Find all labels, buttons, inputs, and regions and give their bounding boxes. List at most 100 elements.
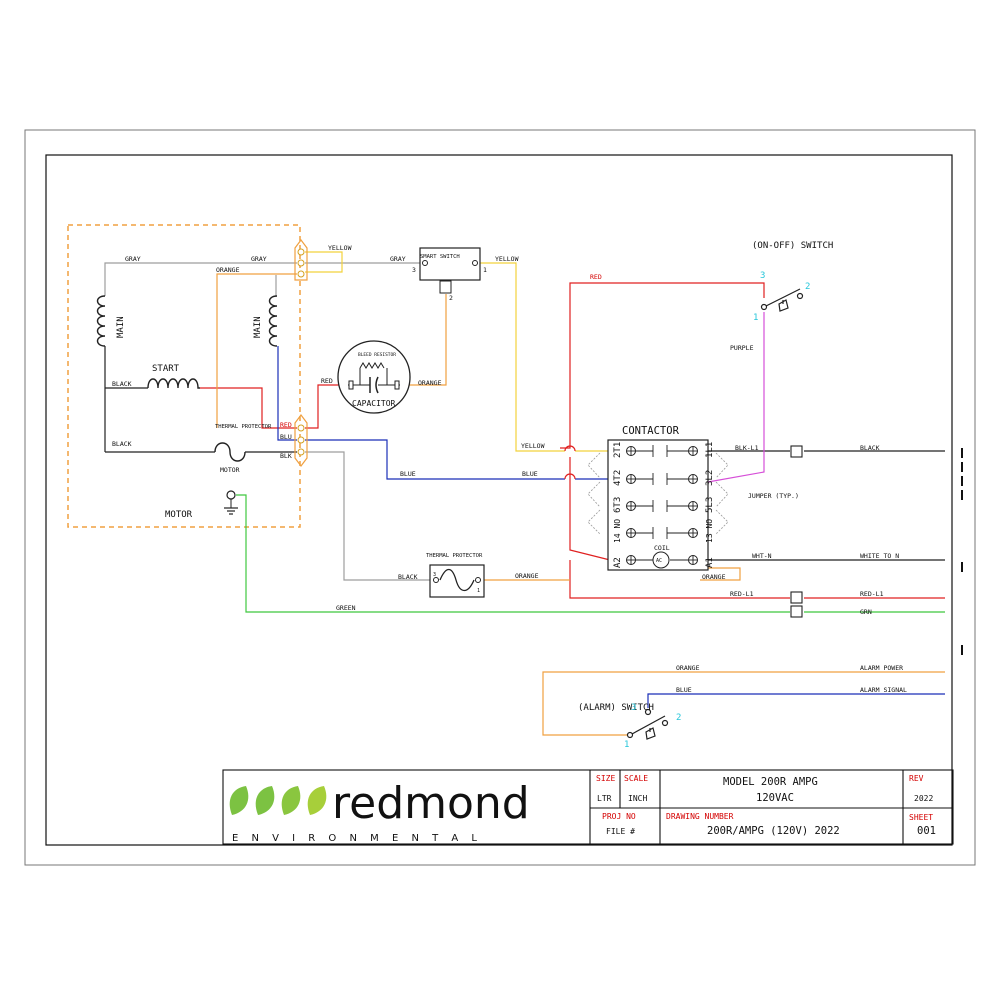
tb-voltage: 120VAC bbox=[756, 792, 794, 804]
label-gray-2: GRAY bbox=[251, 255, 267, 263]
tb-drawing-number-label: DRAWING NUMBER bbox=[666, 812, 734, 821]
terminal-squares bbox=[790, 445, 803, 618]
pin-14no: 14 NO bbox=[613, 519, 622, 543]
label-start: START bbox=[152, 364, 180, 374]
label-coil: COIL bbox=[654, 544, 670, 552]
wire-labels: GRAY GRAY ORANGE YELLOW GRAY YELLOW RED … bbox=[112, 244, 907, 694]
label-gray-1: GRAY bbox=[125, 255, 141, 263]
label-thermal-protector: THERMAL PROTECTOR bbox=[426, 553, 483, 559]
label-bleed-resistor: BLEED RESISTOR bbox=[358, 352, 396, 358]
tb-sheet-label: SHEET bbox=[909, 813, 933, 822]
label-orange-4: ORANGE bbox=[702, 573, 726, 581]
label-alarm-num3: 3 bbox=[631, 703, 636, 713]
pin-5l3: 5L3 bbox=[705, 497, 715, 513]
label-grn: GRN bbox=[860, 608, 872, 616]
label-red-1: RED bbox=[590, 273, 602, 281]
pin-2t1: 2T1 bbox=[613, 442, 623, 458]
pin-1l1: 1L1 bbox=[705, 442, 715, 458]
brand-name: redmond bbox=[332, 778, 530, 829]
label-sw-num1: 1 bbox=[753, 313, 758, 323]
gray-wires bbox=[104, 262, 432, 581]
label-smart-switch: SMART SWITCH bbox=[420, 254, 460, 260]
label-blue-1: BLUE bbox=[400, 470, 416, 478]
pin-3l2: 3L2 bbox=[705, 470, 715, 486]
label-alarm-num2: 2 bbox=[676, 713, 681, 723]
motor-boundary bbox=[67, 224, 301, 528]
alarm-switch[interactable] bbox=[626, 708, 669, 740]
label-sw-num3: 3 bbox=[760, 271, 765, 281]
contactor-pin-labels: 2T1 1L1 4T2 3L2 6T3 5L3 14 NO 13 NO A2 A… bbox=[613, 442, 715, 568]
label-motor: MOTOR bbox=[165, 510, 193, 520]
label-gray-3: GRAY bbox=[390, 255, 406, 263]
tb-rev-label: REV bbox=[909, 774, 924, 783]
thermal-protector-box bbox=[429, 564, 485, 598]
label-red-l1: RED-L1 bbox=[730, 590, 754, 598]
label-alarm-signal: ALARM SIGNAL bbox=[860, 686, 907, 694]
main-coil-right bbox=[268, 295, 278, 347]
label-white-to-n: WHITE TO N bbox=[860, 552, 899, 560]
label-yellow-2: YELLOW bbox=[495, 255, 519, 263]
label-motor-small: MOTOR bbox=[220, 466, 240, 474]
label-jumper: JUMPER (TYP.) bbox=[748, 492, 799, 500]
wire-hops bbox=[564, 445, 576, 480]
label-red-2: RED bbox=[321, 377, 333, 385]
pin-a2: A2 bbox=[613, 557, 623, 568]
pin-4t2: 4T2 bbox=[613, 470, 623, 486]
motor-thermal-protector-symbol bbox=[214, 442, 246, 462]
label-black-1: BLACK bbox=[112, 380, 132, 388]
component-labels: MAIN MAIN START THERMAL PROTECTOR MOTOR … bbox=[116, 241, 833, 750]
tb-sheet-value: 001 bbox=[917, 825, 936, 837]
label-orange-1: ORANGE bbox=[216, 266, 240, 274]
tb-model: MODEL 200R AMPG bbox=[723, 776, 818, 788]
tb-scale-value: INCH bbox=[628, 794, 647, 803]
label-blk-l1: BLK-L1 bbox=[735, 444, 759, 452]
main-coil-left bbox=[96, 295, 106, 347]
label-pin1-smart: 1 bbox=[483, 266, 487, 274]
label-wht-n: WHT-N bbox=[752, 552, 772, 560]
label-yellow-1: YELLOW bbox=[328, 244, 352, 252]
tb-file-label: FILE # bbox=[606, 827, 635, 836]
label-pin3-smart: 3 bbox=[412, 266, 416, 274]
label-black-3: BLACK bbox=[398, 573, 418, 581]
title-block bbox=[222, 769, 954, 845]
pin-13no: 13 NO bbox=[705, 519, 714, 543]
label-orange-3: ORANGE bbox=[515, 572, 539, 580]
label-blu: BLU bbox=[280, 433, 292, 441]
inner-frame bbox=[45, 154, 953, 846]
top-terminal-block bbox=[294, 239, 308, 281]
label-pin1-tp: 1 bbox=[477, 588, 480, 594]
label-pin3-tp: 3 bbox=[433, 572, 436, 578]
tb-rev-value: 2022 bbox=[914, 794, 933, 803]
label-alarm-power: ALARM POWER bbox=[860, 664, 903, 672]
label-blk: BLK bbox=[280, 452, 292, 460]
tb-size-value: LTR bbox=[597, 794, 612, 803]
ground-icon bbox=[224, 490, 238, 515]
label-purple: PURPLE bbox=[730, 344, 754, 352]
smart-switch bbox=[419, 247, 481, 294]
label-black-4: BLACK bbox=[860, 444, 880, 452]
label-capacitor: CAPACITOR bbox=[352, 399, 396, 408]
pin-a1: A1 bbox=[705, 557, 715, 568]
label-pin2-smart: 2 bbox=[449, 294, 453, 302]
label-main-right: MAIN bbox=[253, 316, 263, 338]
black-wires bbox=[104, 346, 945, 561]
outer-frame bbox=[24, 129, 976, 866]
tb-size-label: SIZE bbox=[596, 774, 615, 783]
label-contactor: CONTACTOR bbox=[622, 425, 680, 437]
contactor bbox=[587, 439, 729, 571]
green-wire bbox=[236, 494, 945, 613]
label-blue-2: BLUE bbox=[522, 470, 538, 478]
label-on-off-switch: (ON-OFF) SWITCH bbox=[752, 241, 833, 251]
tb-proj-no-label: PROJ NO bbox=[602, 812, 636, 821]
on-off-switch[interactable] bbox=[760, 288, 804, 312]
label-black-2: BLACK bbox=[112, 440, 132, 448]
redmond-logo-leaves bbox=[229, 786, 327, 815]
label-thermal-protector-motor: THERMAL PROTECTOR bbox=[215, 424, 272, 430]
label-alarm-switch: (ALARM) SWITCH bbox=[578, 703, 654, 713]
label-red-l1-right: RED-L1 bbox=[860, 590, 884, 598]
label-sw-num2: 2 bbox=[805, 282, 810, 292]
purple-wire bbox=[707, 312, 765, 483]
mid-terminal-block bbox=[294, 414, 308, 467]
